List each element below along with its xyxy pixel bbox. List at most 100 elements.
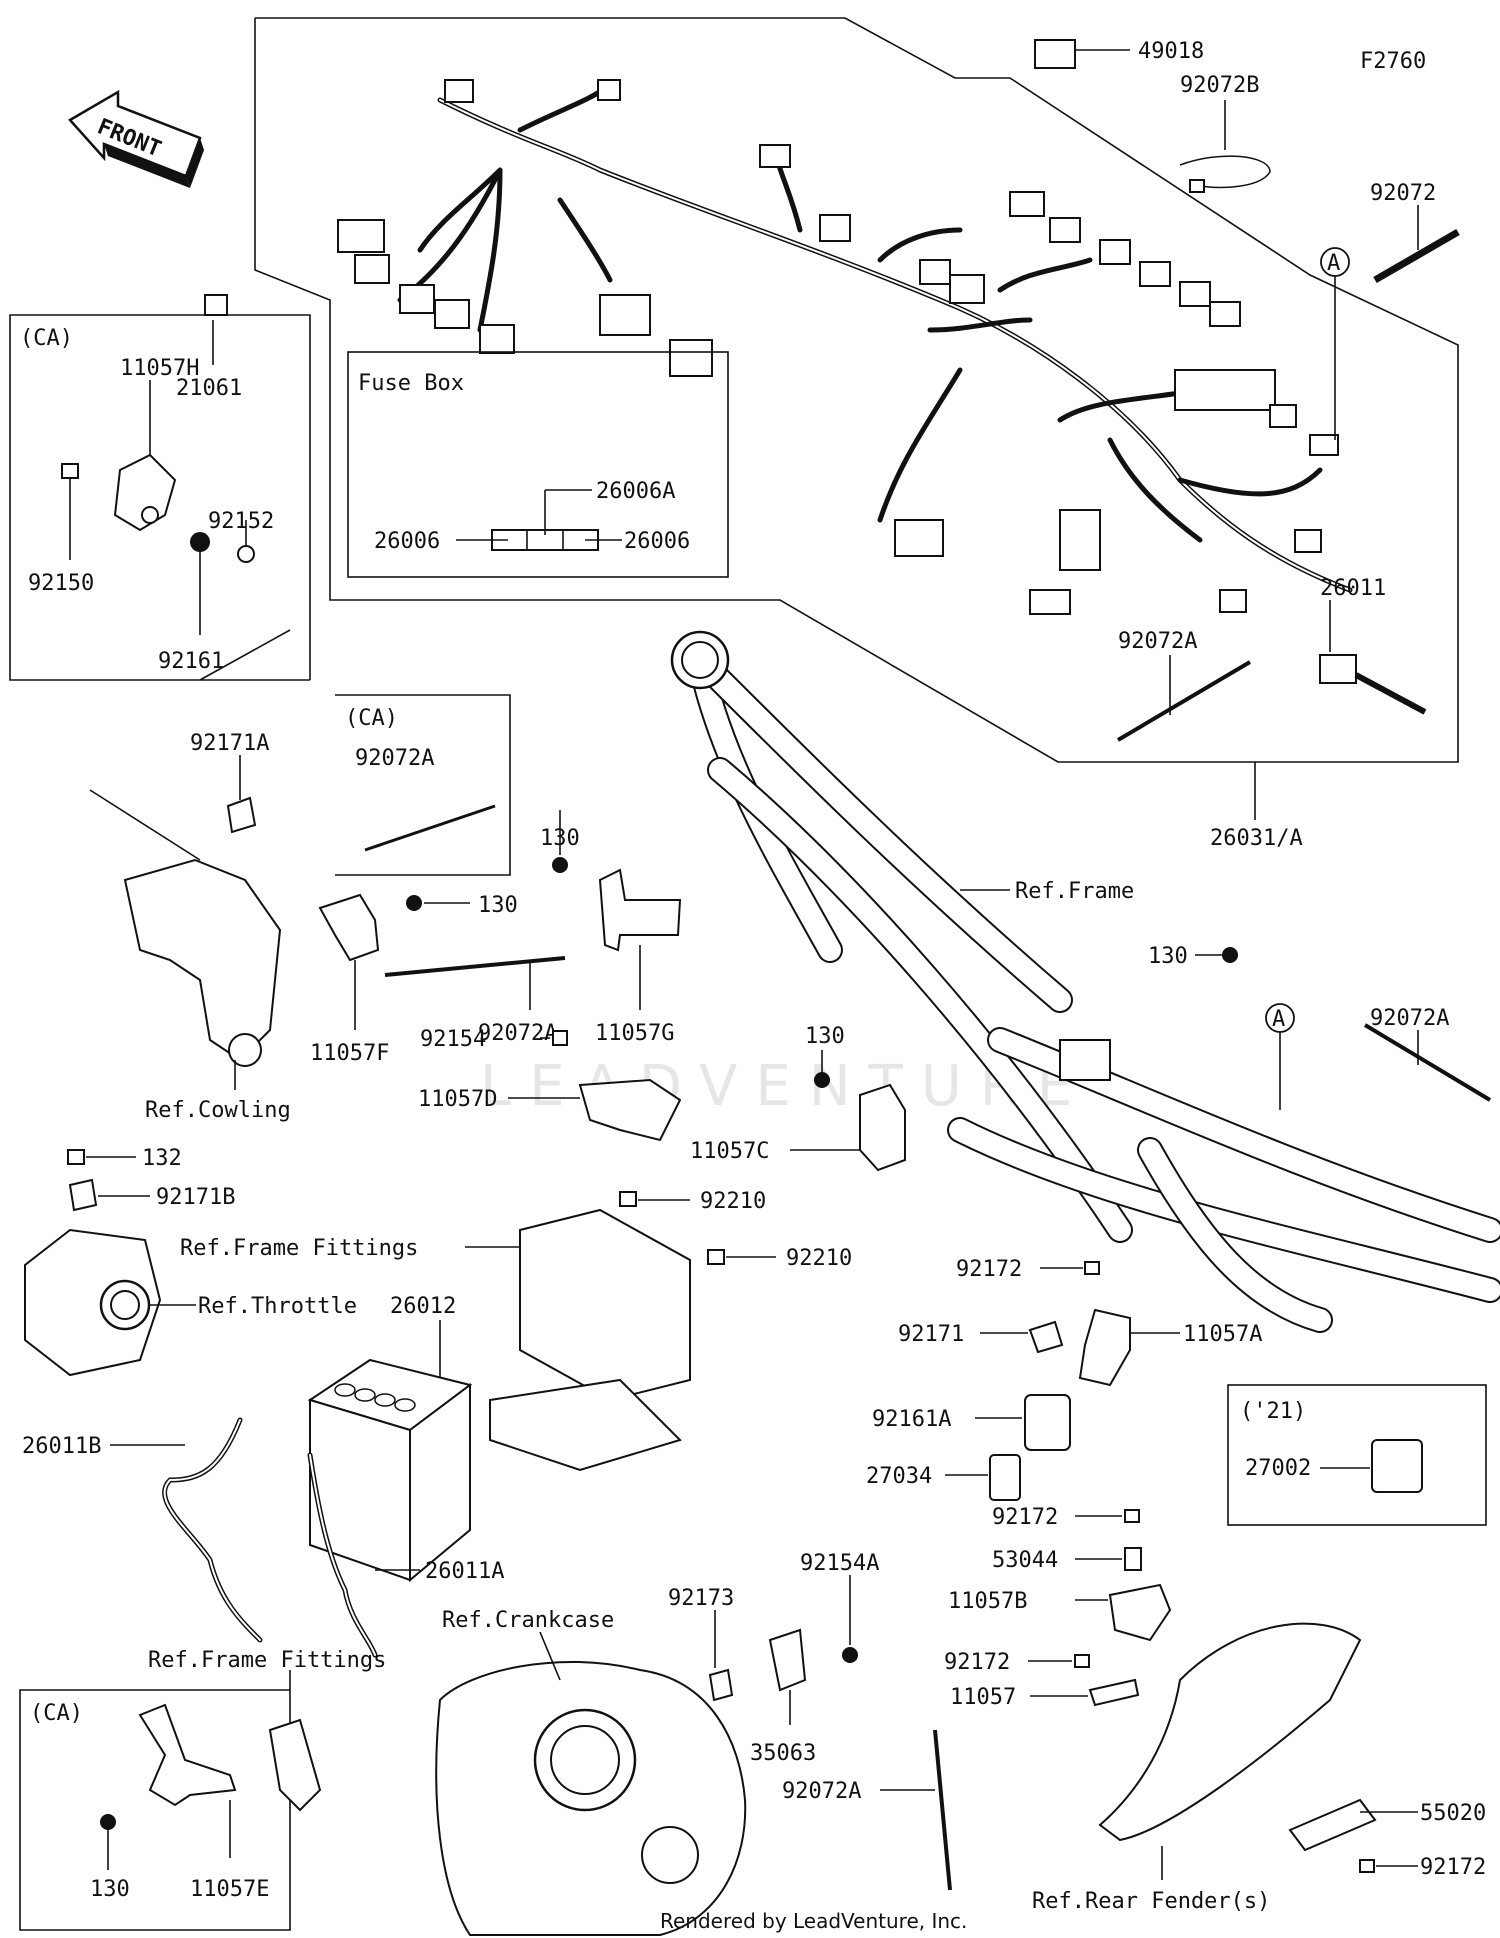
cable-tie-92072A-low — [933, 1729, 952, 1891]
motorcycle-frame — [670, 630, 1500, 1333]
cable-tie-92072 — [1373, 228, 1460, 284]
watermark: LEADVENTURE — [480, 1054, 1090, 1119]
screw-130-e — [100, 1814, 116, 1830]
label-ref-frame: Ref.Frame — [1015, 879, 1134, 904]
bracket-11057F — [318, 893, 380, 962]
label-11057C: 11057C — [690, 1139, 769, 1164]
throttle-body — [24, 1228, 162, 1377]
screw-130-b — [552, 857, 568, 873]
label-92072A-right: 92072A — [1370, 1006, 1449, 1031]
label-49018: 49018 — [1138, 39, 1204, 64]
harness-connector — [337, 219, 385, 253]
label-53044: 53044 — [992, 1548, 1058, 1573]
label-ref-throttle: Ref.Throttle — [198, 1294, 357, 1319]
battery-case-bracket — [489, 1378, 682, 1472]
label-26011A: 26011A — [425, 1559, 504, 1584]
label-26031A: 26031/A — [1210, 826, 1303, 851]
clip-92171A — [226, 796, 257, 834]
cable-tie-92072A-ca — [364, 804, 496, 852]
label-11057D: 11057D — [418, 1087, 497, 1112]
label-92072A-low: 92072A — [782, 1779, 861, 1804]
label-92072A-top: 92072A — [1118, 629, 1197, 654]
leader-ca-box-1 — [199, 629, 291, 681]
bracket-11057E — [138, 1703, 237, 1807]
label-92152: 92152 — [208, 509, 274, 534]
label-35063: 35063 — [750, 1741, 816, 1766]
battery-cable-26011B — [162, 1417, 263, 1643]
label-92210-a: 92210 — [700, 1189, 766, 1214]
fuse-box-outline — [347, 351, 729, 578]
ca-box-92072A: (CA) 92072A — [335, 694, 511, 876]
guard-55020 — [1288, 1798, 1377, 1852]
screw-92172-c — [1074, 1654, 1090, 1668]
label-92072: 92072 — [1370, 181, 1436, 206]
bolt-132 — [67, 1149, 85, 1165]
label-92172-b: 92172 — [992, 1505, 1058, 1530]
label-ref-frame-fittings-1: Ref.Frame Fittings — [180, 1236, 418, 1261]
label-92072A-ca: 92072A — [355, 746, 434, 771]
label-92172-d: 92172 — [1420, 1855, 1486, 1880]
screw-130-c — [1222, 947, 1238, 963]
label-92171B: 92171B — [156, 1185, 235, 1210]
screw-92172-b — [1124, 1509, 1140, 1523]
label-92150: 92150 — [28, 571, 94, 596]
label-130-c: 130 — [1148, 944, 1188, 969]
label-11057F: 11057F — [310, 1041, 389, 1066]
label-26011: 26011 — [1320, 576, 1386, 601]
label-26006-left: 26006 — [374, 529, 440, 554]
screw-130-a — [406, 895, 422, 911]
ca-box-2-title: (CA) — [345, 706, 398, 731]
label-92154: 92154 — [420, 1027, 486, 1052]
label-92171A: 92171A — [190, 731, 269, 756]
cable-tie-92072A-right — [1363, 1023, 1492, 1102]
frame-fitting-part — [268, 1718, 322, 1812]
ca-box-3-title: (CA) — [30, 1701, 83, 1726]
clip-92171B — [68, 1178, 98, 1212]
marker-a-top-label: A — [1327, 251, 1340, 276]
label-55020: 55020 — [1420, 1801, 1486, 1826]
label-26012: 26012 — [390, 1294, 456, 1319]
cover-92161A — [1024, 1394, 1071, 1451]
label-130-d: 130 — [805, 1024, 845, 1049]
cowling-bracket — [123, 858, 282, 1062]
label-92172-a: 92172 — [956, 1257, 1022, 1282]
label-11057B: 11057B — [948, 1589, 1027, 1614]
year-21-title: ('21) — [1240, 1399, 1306, 1424]
label-92210-b: 92210 — [786, 1246, 852, 1271]
bracket-11057 — [1088, 1678, 1140, 1707]
label-132: 132 — [142, 1146, 182, 1171]
label-ref-rear-fender: Ref.Rear Fender(s) — [1032, 1889, 1270, 1914]
bracket-11057D — [578, 1078, 682, 1142]
label-92161: 92161 — [158, 649, 224, 674]
connector-21061 — [204, 294, 228, 316]
bolt-92150 — [61, 463, 79, 479]
bracket-11057A — [1078, 1308, 1131, 1387]
ca-box-top-left: (CA) 11057H 92150 92152 92161 — [9, 314, 311, 681]
label-27034: 27034 — [866, 1464, 932, 1489]
front-arrow-icon: FRONT — [68, 89, 204, 188]
spacer-53044 — [1124, 1547, 1142, 1571]
label-92171: 92171 — [898, 1322, 964, 1347]
ca-box-bottom-left: (CA) 130 11057E — [19, 1689, 322, 1931]
clamp-35063 — [768, 1628, 807, 1692]
diagram-id: F2760 — [1360, 49, 1426, 74]
label-11057: 11057 — [950, 1685, 1016, 1710]
rear-fender — [1098, 1622, 1362, 1842]
nut-92161 — [190, 532, 210, 552]
cable-tie-92072A-mid — [384, 956, 566, 977]
fuse-box-title: Fuse Box — [358, 371, 464, 396]
label-11057H: 11057H — [120, 356, 199, 381]
label-21061: 21061 — [176, 376, 242, 401]
label-27002: 27002 — [1245, 1456, 1311, 1481]
battery-26012 — [307, 1358, 473, 1583]
bolt-92154 — [552, 1030, 568, 1046]
screw-92154A — [842, 1647, 858, 1663]
marker-a-bottom-label: A — [1272, 1007, 1285, 1032]
label-ref-crankcase: Ref.Crankcase — [442, 1608, 614, 1633]
battery-case — [519, 1208, 691, 1402]
main-wiring-harness — [337, 79, 1353, 615]
label-92172-c: 92172 — [944, 1650, 1010, 1675]
clip-92210-a — [619, 1191, 637, 1207]
year-21-box: ('21) 27002 — [1227, 1384, 1487, 1526]
